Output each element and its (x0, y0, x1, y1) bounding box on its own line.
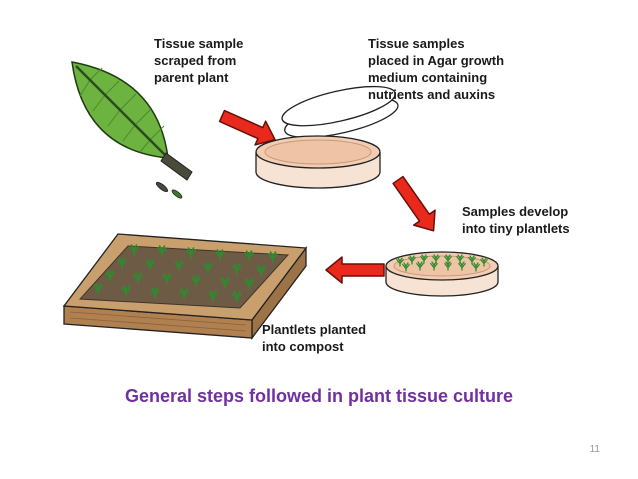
arrow-dish-to-plantlets (392, 175, 436, 232)
slide-title: General steps followed in plant tissue c… (124, 386, 514, 406)
leaf-stem-cut (160, 152, 193, 181)
wood-grain (69, 311, 247, 332)
leaf-veins (79, 67, 165, 153)
leaf-midrib (75, 65, 169, 159)
compost-soil (78, 245, 290, 309)
agar-surface (264, 139, 372, 165)
label-tissue-sample: Tissue sample scraped from parent plant (154, 36, 244, 85)
tissue-culture-diagram (62, 61, 499, 340)
petri-dish-plantlets (385, 251, 499, 297)
arrow-plantlets-to-tray (325, 256, 385, 284)
scraped-tissue-fragment (171, 189, 183, 199)
arrow-leaf-to-dish (218, 109, 276, 146)
label-agar-medium: Tissue samples placed in Agar growth med… (368, 36, 505, 102)
page-number: 11 (589, 444, 600, 455)
scraped-tissue-fragment (155, 181, 169, 193)
label-tiny-plantlets: Samples develop into tiny plantlets (462, 204, 570, 236)
petri-dish-agar (255, 135, 381, 189)
parent-plant-leaf (71, 61, 193, 199)
agar-surface (393, 255, 491, 277)
petri-dish-lid (281, 85, 399, 139)
label-planted-compost: Plantlets planted into compost (262, 322, 367, 354)
compost-tray (62, 233, 308, 340)
